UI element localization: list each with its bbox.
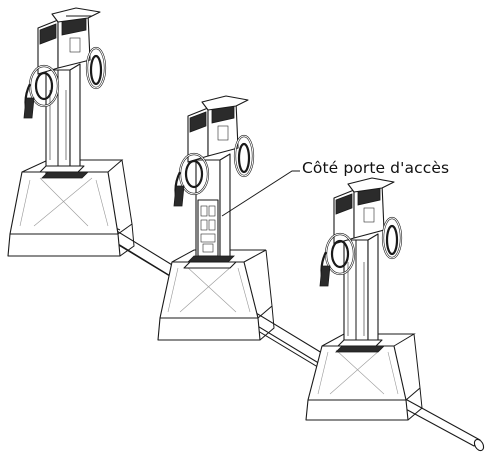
access-door-callout-label: Côté porte d'accès [302, 159, 450, 177]
left-station [7, 7, 135, 257]
middle-charger-head [187, 95, 249, 163]
left-charger-head [37, 7, 101, 75]
middle-station [157, 95, 275, 341]
callout-leader-line [221, 170, 300, 217]
middle-cable-coil [173, 134, 255, 207]
right-charger-head [333, 177, 395, 245]
left-pedestal [39, 63, 89, 179]
right-concrete-base [305, 333, 423, 421]
right-station [305, 177, 423, 421]
left-concrete-base [7, 159, 135, 257]
middle-concrete-base [157, 249, 275, 341]
left-cable-coil [23, 46, 107, 119]
middle-pedestal [183, 153, 237, 269]
right-cable-coil [319, 216, 403, 287]
